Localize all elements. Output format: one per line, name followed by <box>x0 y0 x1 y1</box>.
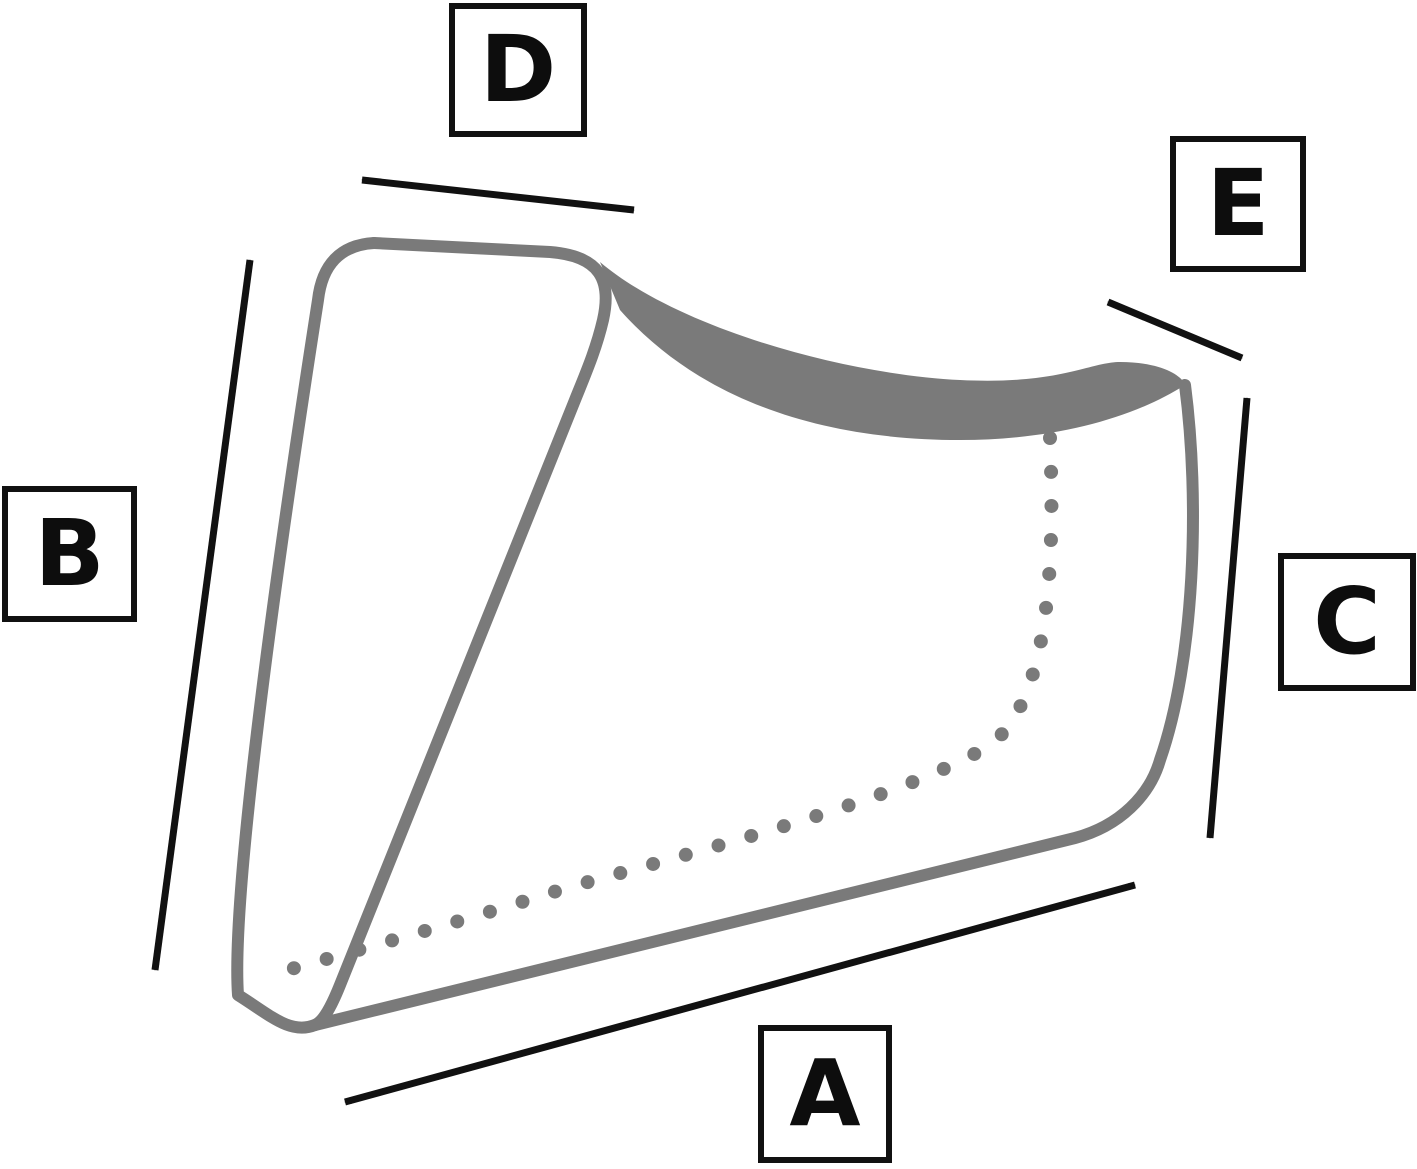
bottom-outline <box>309 379 1199 1031</box>
label-a: A <box>758 1025 892 1163</box>
label-b: B <box>2 486 137 622</box>
top-band <box>600 262 1185 440</box>
label-c: C <box>1278 553 1416 691</box>
arrow-e <box>1106 298 1244 362</box>
left-panel-outline <box>231 237 380 1034</box>
label-e-text: E <box>1206 150 1270 257</box>
label-d: D <box>449 3 587 137</box>
label-b-text: B <box>34 500 105 607</box>
label-d-text: D <box>479 16 557 123</box>
arrow-d <box>361 176 635 214</box>
label-c-text: C <box>1313 568 1381 675</box>
arrow-b <box>151 259 254 971</box>
outer-outline <box>309 237 612 1031</box>
arrow-c <box>1206 397 1251 839</box>
hidden-edge-dotted <box>263 431 1059 982</box>
label-e: E <box>1170 136 1306 272</box>
label-a-text: A <box>789 1040 861 1147</box>
arrow-a <box>344 881 1136 1106</box>
